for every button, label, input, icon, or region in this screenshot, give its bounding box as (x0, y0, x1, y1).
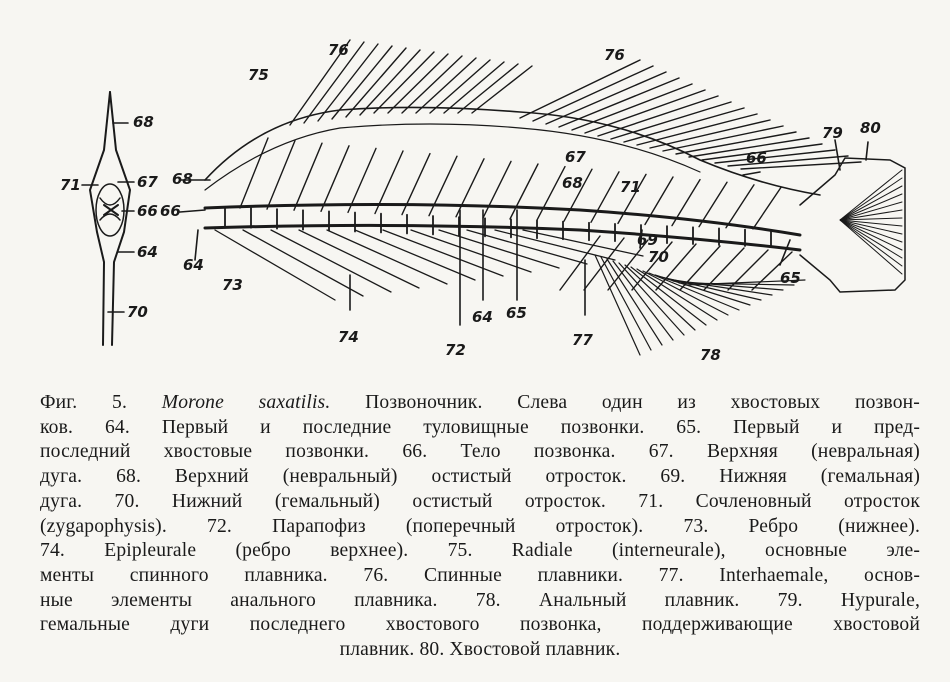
caption-line-11: плавник. 80. Хвостовой плавник. (339, 639, 621, 661)
label-66-vertebra: 66 (137, 202, 158, 220)
caption-line-3: последний хвостовые позвонки. 66. Тело п… (40, 441, 920, 463)
label-65-tail: 65 (780, 269, 801, 287)
caption-line-2: ков. 64. Первый и последние туловищные п… (40, 416, 920, 438)
label-72: 72 (445, 341, 466, 359)
figure-caption: Фиг. 5. Morone saxatilis. Позвоночник. С… (40, 391, 920, 663)
label-66-left: 66 (160, 202, 181, 220)
caption-line-1-text: Позвоночник. Слева один из хвостовых поз… (365, 392, 920, 413)
label-69: 69 (637, 231, 658, 249)
caption-line-4: дуга. 68. Верхний (невральный) остистый … (40, 466, 920, 488)
skeleton-illustration: 68 71 67 66 64 70 68 66 64 73 74 72 64 6… (60, 39, 906, 364)
label-75: 75 (248, 66, 269, 84)
caption-line-7: 74. Epipleurale (ребро верхнее). 75. Rad… (40, 540, 920, 562)
caption-line-6: (zygapophysis). 72. Парапофиз (поперечны… (40, 515, 920, 537)
single-vertebra-drawing (88, 91, 132, 346)
leader-lines (81, 122, 869, 326)
dorsal-skeleton (204, 39, 862, 230)
label-64-head: 64 (183, 256, 204, 274)
label-68-mid: 68 (562, 174, 583, 192)
label-68-vertebra: 68 (133, 113, 154, 131)
label-65-mid: 65 (506, 304, 527, 322)
label-79: 79 (822, 124, 843, 142)
label-66-tail: 66 (746, 149, 767, 167)
caption-line-5: дуга. 70. Нижний (гемальный) остистый от… (40, 490, 920, 512)
caption-figure-number: Фиг. 5. (40, 392, 128, 413)
vertebral-column (203, 202, 802, 252)
label-64-mid: 64 (472, 308, 493, 326)
label-67-mid: 67 (565, 148, 586, 166)
caudal-fin (799, 157, 906, 293)
label-77: 77 (572, 331, 593, 349)
label-73: 73 (222, 276, 243, 294)
label-76-left: 76 (328, 41, 349, 59)
caption-line-9: ные элементы анального плавника. 78. Ана… (40, 589, 920, 611)
label-70-mid: 70 (648, 248, 669, 266)
label-74: 74 (338, 328, 359, 346)
label-76-right: 76 (604, 46, 625, 64)
label-71-vertebra: 71 (60, 176, 81, 194)
skeleton-drawing: 68 71 67 66 64 70 68 66 64 73 74 72 64 6… (60, 39, 906, 364)
caption-line-8: менты спинного плавника. 76. Спинные пла… (40, 564, 920, 586)
anal-fin (594, 254, 806, 356)
label-67-vertebra: 67 (137, 173, 158, 191)
caption-line-1: Фиг. 5. Morone saxatilis. Позвоночник. С… (40, 391, 920, 416)
label-70-vertebra: 70 (127, 303, 148, 321)
label-78: 78 (700, 346, 721, 364)
caption-species-name: Morone saxatilis. (161, 392, 331, 413)
label-80: 80 (860, 119, 881, 137)
label-71-mid: 71 (620, 178, 641, 196)
label-68-left: 68 (172, 170, 193, 188)
caption-line-10: гемальные дуги последнего хвостового поз… (40, 614, 920, 636)
label-64-vertebra: 64 (137, 243, 158, 261)
